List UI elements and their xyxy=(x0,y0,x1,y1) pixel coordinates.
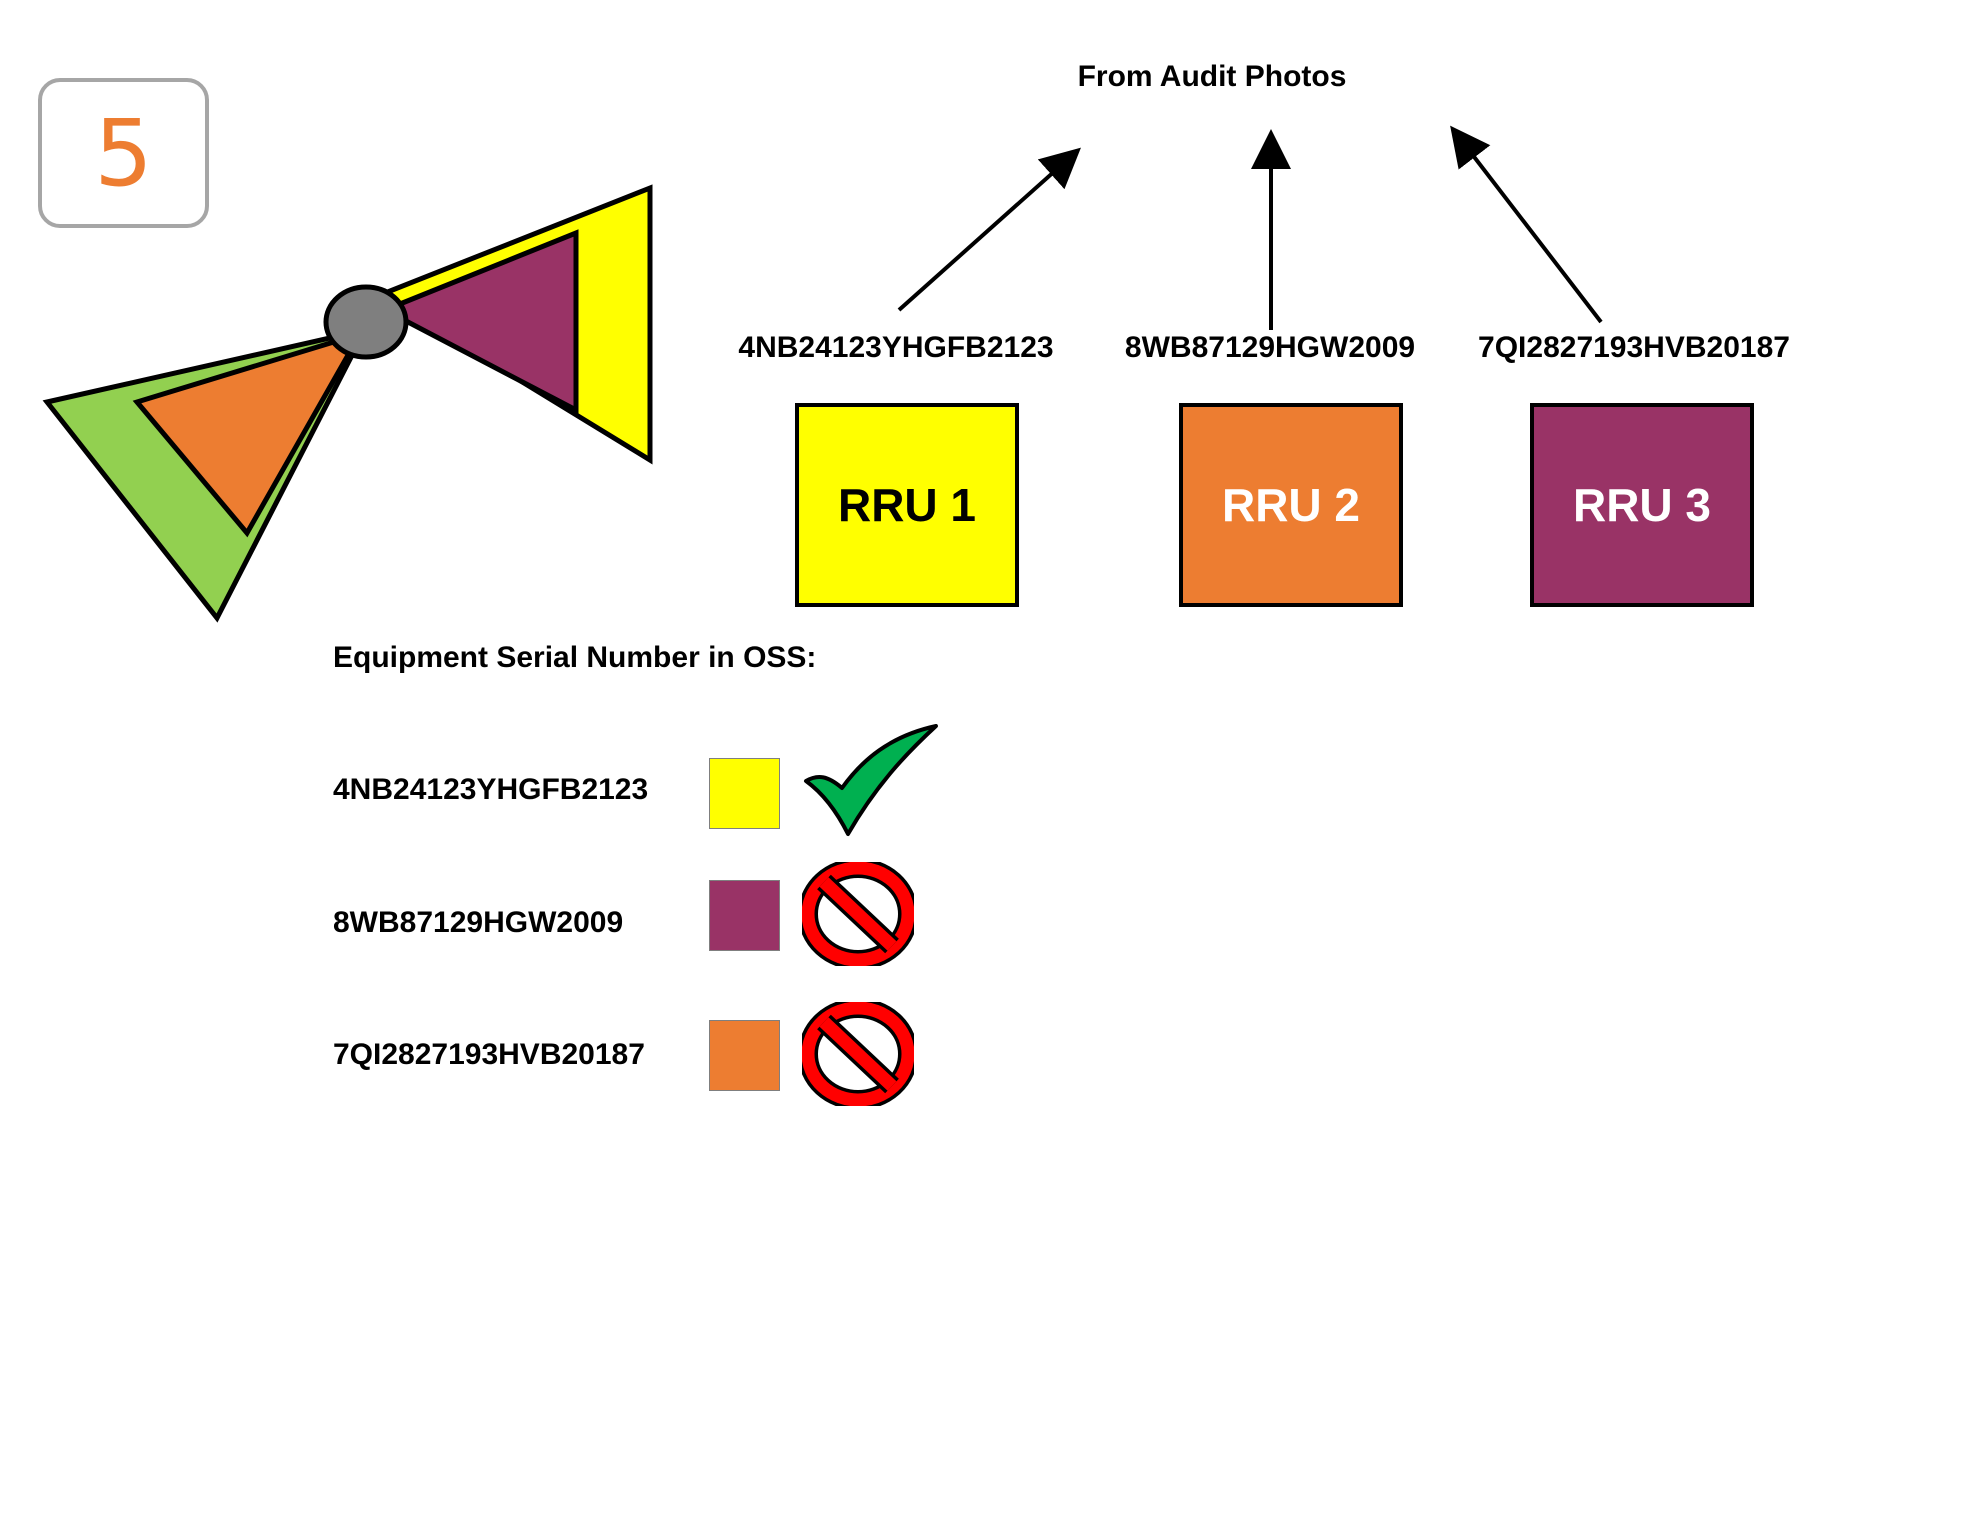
orange-sector xyxy=(132,329,366,538)
oss-serial-2: 8WB87129HGW2009 xyxy=(333,906,624,939)
prohibited-icon xyxy=(802,862,914,966)
oss-serial-3: 7QI2827193HVB20187 xyxy=(333,1038,645,1071)
audit-photos-heading: From Audit Photos xyxy=(1077,60,1347,93)
rru-2-box: RRU 2 xyxy=(1179,403,1403,607)
arrow-serial-1 xyxy=(897,147,1081,312)
check-icon xyxy=(804,724,938,836)
oss-section-title: Equipment Serial Number in OSS: xyxy=(333,641,817,674)
arrow-serial-3 xyxy=(1450,125,1603,324)
photo-serial-3: 7QI2827193HVB20187 xyxy=(1478,331,1790,364)
prohibited-icon xyxy=(802,1002,914,1106)
step-number-badge: 5 xyxy=(38,78,209,228)
oss-swatch-2 xyxy=(709,880,780,951)
oss-swatch-1 xyxy=(709,758,780,829)
photo-serial-2: 8WB87129HGW2009 xyxy=(1124,331,1416,364)
oss-serial-1: 4NB24123YHGFB2123 xyxy=(333,773,649,806)
antenna-hub xyxy=(323,284,409,360)
oss-swatch-3 xyxy=(709,1020,780,1091)
rru-3-box: RRU 3 xyxy=(1530,403,1754,607)
photo-serial-1: 4NB24123YHGFB2123 xyxy=(738,331,1054,364)
rru-1-box: RRU 1 xyxy=(795,403,1019,607)
purple-sector xyxy=(379,229,579,415)
